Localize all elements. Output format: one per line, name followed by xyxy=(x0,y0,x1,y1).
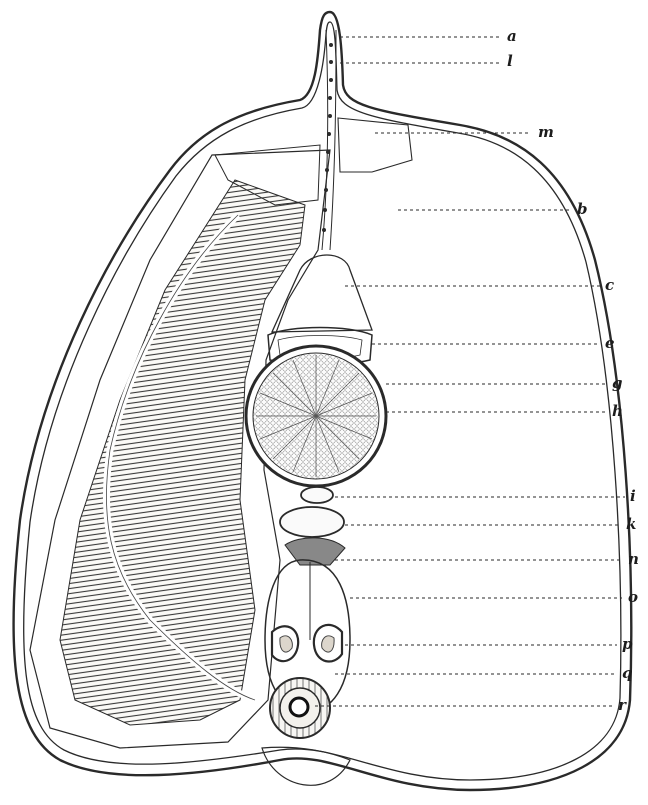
structure-p-left-core xyxy=(280,636,292,652)
structure-r-core xyxy=(290,698,308,716)
structure-c xyxy=(272,255,372,332)
label-h: h xyxy=(612,402,623,420)
label-o: o xyxy=(628,588,638,606)
label-r: r xyxy=(618,696,627,714)
structure-i xyxy=(301,487,333,503)
label-i: i xyxy=(630,487,636,505)
label-g: g xyxy=(612,374,623,392)
ventral-lobe xyxy=(262,747,350,785)
dorsal-muscle-m xyxy=(338,118,412,172)
label-k: k xyxy=(626,515,636,533)
label-m: m xyxy=(538,123,554,141)
label-b: b xyxy=(577,200,588,218)
label-e: e xyxy=(605,334,615,352)
figure-labels: a l m b c e g h i k n o p q r xyxy=(507,27,639,714)
label-c: c xyxy=(605,276,614,294)
label-n: n xyxy=(628,550,639,568)
structure-p-right-core xyxy=(322,636,334,652)
label-q: q xyxy=(622,664,633,682)
dorsal-fin-column xyxy=(322,30,336,250)
label-a: a xyxy=(507,27,517,45)
label-l: l xyxy=(507,52,513,70)
structure-k xyxy=(280,507,344,537)
label-p: p xyxy=(622,635,633,653)
